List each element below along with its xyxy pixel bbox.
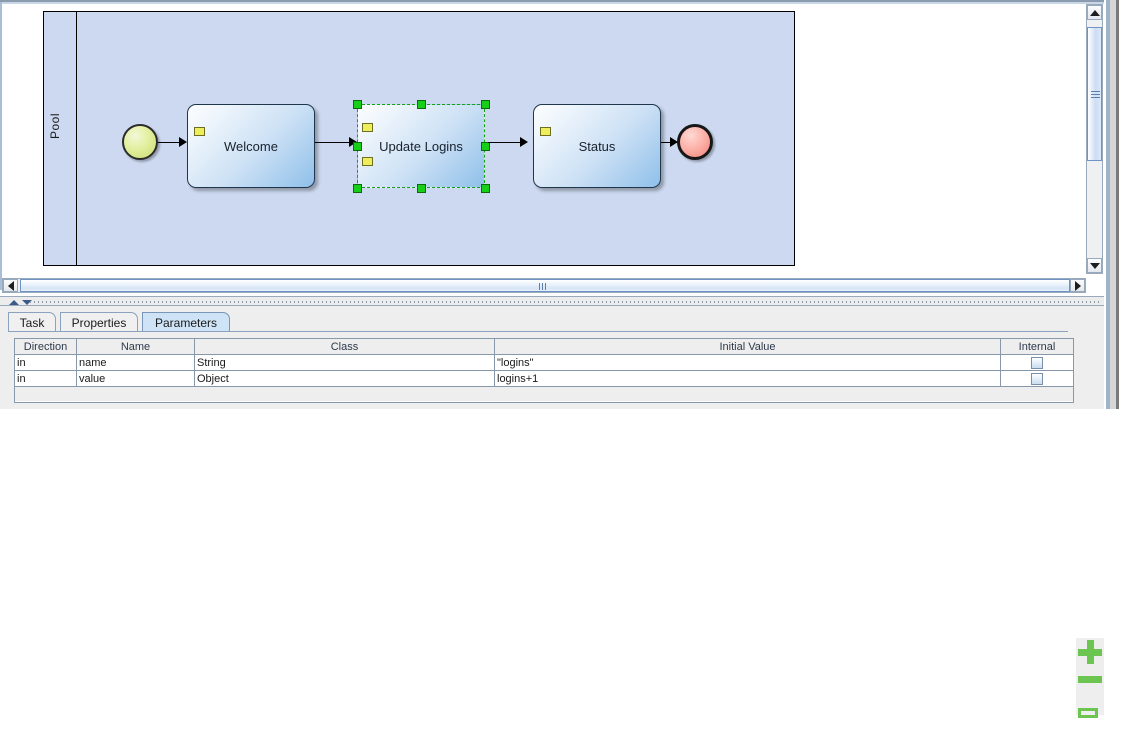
edge-bar-blue	[1106, 0, 1110, 409]
task-label: Welcome	[224, 138, 278, 154]
table-empty-area[interactable]	[15, 387, 1073, 401]
cell-internal[interactable]	[1001, 371, 1073, 387]
task-label: Status	[578, 138, 616, 154]
table-row[interactable]: in value Object logins+1	[15, 371, 1073, 387]
diagram-editor-panel: Pool Welcome Update Login	[0, 0, 1104, 296]
triangle-right-icon	[1074, 280, 1081, 291]
grip-icon	[539, 283, 548, 290]
splitter-collapse-down-button[interactable]	[21, 299, 32, 305]
cell-initial-value[interactable]: "logins"	[495, 355, 1001, 371]
cell-direction[interactable]: in	[15, 371, 77, 387]
tab-task[interactable]: Task	[8, 312, 56, 332]
table-header-row: Direction Name Class Initial Value Inter…	[15, 339, 1073, 355]
cell-name[interactable]: name	[77, 355, 195, 371]
tab-bar-underline	[8, 331, 1068, 332]
column-header-direction[interactable]: Direction	[15, 339, 77, 355]
task-node-welcome[interactable]: Welcome	[187, 104, 315, 188]
cell-class[interactable]: String	[195, 355, 495, 371]
connector-welcome-to-update[interactable]	[315, 142, 351, 143]
arrowhead-icon	[520, 137, 528, 147]
start-event-node[interactable]	[122, 124, 158, 160]
canvas-vertical-scrollbar[interactable]	[1086, 4, 1103, 274]
pool-lane-divider	[76, 12, 77, 265]
splitter-collapse-up-button[interactable]	[8, 299, 19, 305]
selection-handle-n[interactable]	[417, 100, 426, 109]
triangle-up-icon	[1089, 9, 1100, 16]
triangle-down-icon	[1089, 262, 1100, 269]
task-marker-icon	[540, 127, 551, 136]
column-header-initial-value[interactable]: Initial Value	[495, 339, 1001, 355]
triangle-up-icon	[8, 299, 19, 305]
tab-properties[interactable]: Properties	[60, 312, 138, 332]
vertical-scrollbar-thumb[interactable]	[1087, 27, 1102, 161]
selection-handle-w[interactable]	[353, 142, 362, 151]
cell-direction[interactable]: in	[15, 355, 77, 371]
panel-left-border	[0, 2, 2, 290]
parameters-table[interactable]: Direction Name Class Initial Value Inter…	[14, 338, 1074, 403]
column-header-class[interactable]: Class	[195, 339, 495, 355]
minus-icon	[1078, 676, 1102, 683]
selection-handle-e[interactable]	[481, 142, 490, 151]
end-event-node[interactable]	[677, 124, 713, 160]
window-right-edge	[1104, 0, 1123, 409]
rectangle-outline-icon	[1078, 708, 1098, 718]
edge-bar-grey	[1110, 0, 1116, 409]
selection-handle-ne[interactable]	[481, 100, 490, 109]
task-marker-icon	[194, 127, 205, 136]
selection-handle-sw[interactable]	[353, 184, 362, 193]
triangle-down-icon	[21, 299, 32, 305]
panel-top-border	[0, 0, 1104, 2]
process-diagram-canvas[interactable]: Pool Welcome Update Login	[3, 5, 1085, 273]
plus-icon	[1087, 640, 1094, 664]
task-marker-icon	[362, 157, 373, 166]
tab-parameters[interactable]: Parameters	[142, 312, 230, 332]
column-header-name[interactable]: Name	[77, 339, 195, 355]
selection-handle-se[interactable]	[481, 184, 490, 193]
task-label: Update Logins	[379, 138, 463, 154]
task-node-update-logins[interactable]: Update Logins	[353, 100, 490, 193]
internal-checkbox[interactable]	[1031, 357, 1043, 369]
selection-handle-nw[interactable]	[353, 100, 362, 109]
splitter-grip	[30, 301, 1100, 303]
scroll-down-button[interactable]	[1087, 258, 1102, 273]
arrowhead-icon	[670, 137, 678, 147]
table-action-buttons	[1076, 638, 1104, 718]
task-marker-icon	[362, 123, 373, 132]
connector-update-to-status[interactable]	[488, 142, 522, 143]
edit-parameter-button[interactable]	[1078, 708, 1102, 732]
canvas-horizontal-scrollbar[interactable]	[2, 278, 1086, 293]
scroll-up-button[interactable]	[1087, 5, 1102, 20]
column-header-internal[interactable]: Internal	[1018, 341, 1056, 353]
table-row[interactable]: in name String "logins"	[15, 355, 1073, 371]
scroll-right-button[interactable]	[1070, 279, 1085, 292]
pool-container[interactable]: Pool Welcome Update Login	[43, 11, 795, 266]
cell-class[interactable]: Object	[195, 371, 495, 387]
grip-icon	[1091, 91, 1100, 98]
arrowhead-icon	[179, 137, 187, 147]
cell-internal[interactable]	[1001, 355, 1073, 371]
pool-label: Pool	[48, 112, 62, 140]
scroll-left-button[interactable]	[3, 279, 18, 292]
cell-name[interactable]: value	[77, 371, 195, 387]
triangle-left-icon	[7, 280, 14, 291]
properties-panel: Task Properties Parameters Direction Nam…	[0, 306, 1104, 718]
horizontal-scrollbar-thumb[interactable]	[20, 279, 1070, 292]
cell-initial-value[interactable]: logins+1	[495, 371, 1001, 387]
edge-bar-dark	[1116, 0, 1119, 409]
internal-checkbox[interactable]	[1031, 373, 1043, 385]
add-parameter-button[interactable]	[1078, 640, 1102, 664]
selection-handle-s[interactable]	[417, 184, 426, 193]
connector-start-to-welcome[interactable]	[158, 142, 180, 143]
panel-splitter[interactable]	[0, 296, 1104, 306]
task-node-status[interactable]: Status	[533, 104, 661, 188]
panel-top-border-inner	[0, 2, 1104, 4]
remove-parameter-button[interactable]	[1078, 674, 1102, 698]
